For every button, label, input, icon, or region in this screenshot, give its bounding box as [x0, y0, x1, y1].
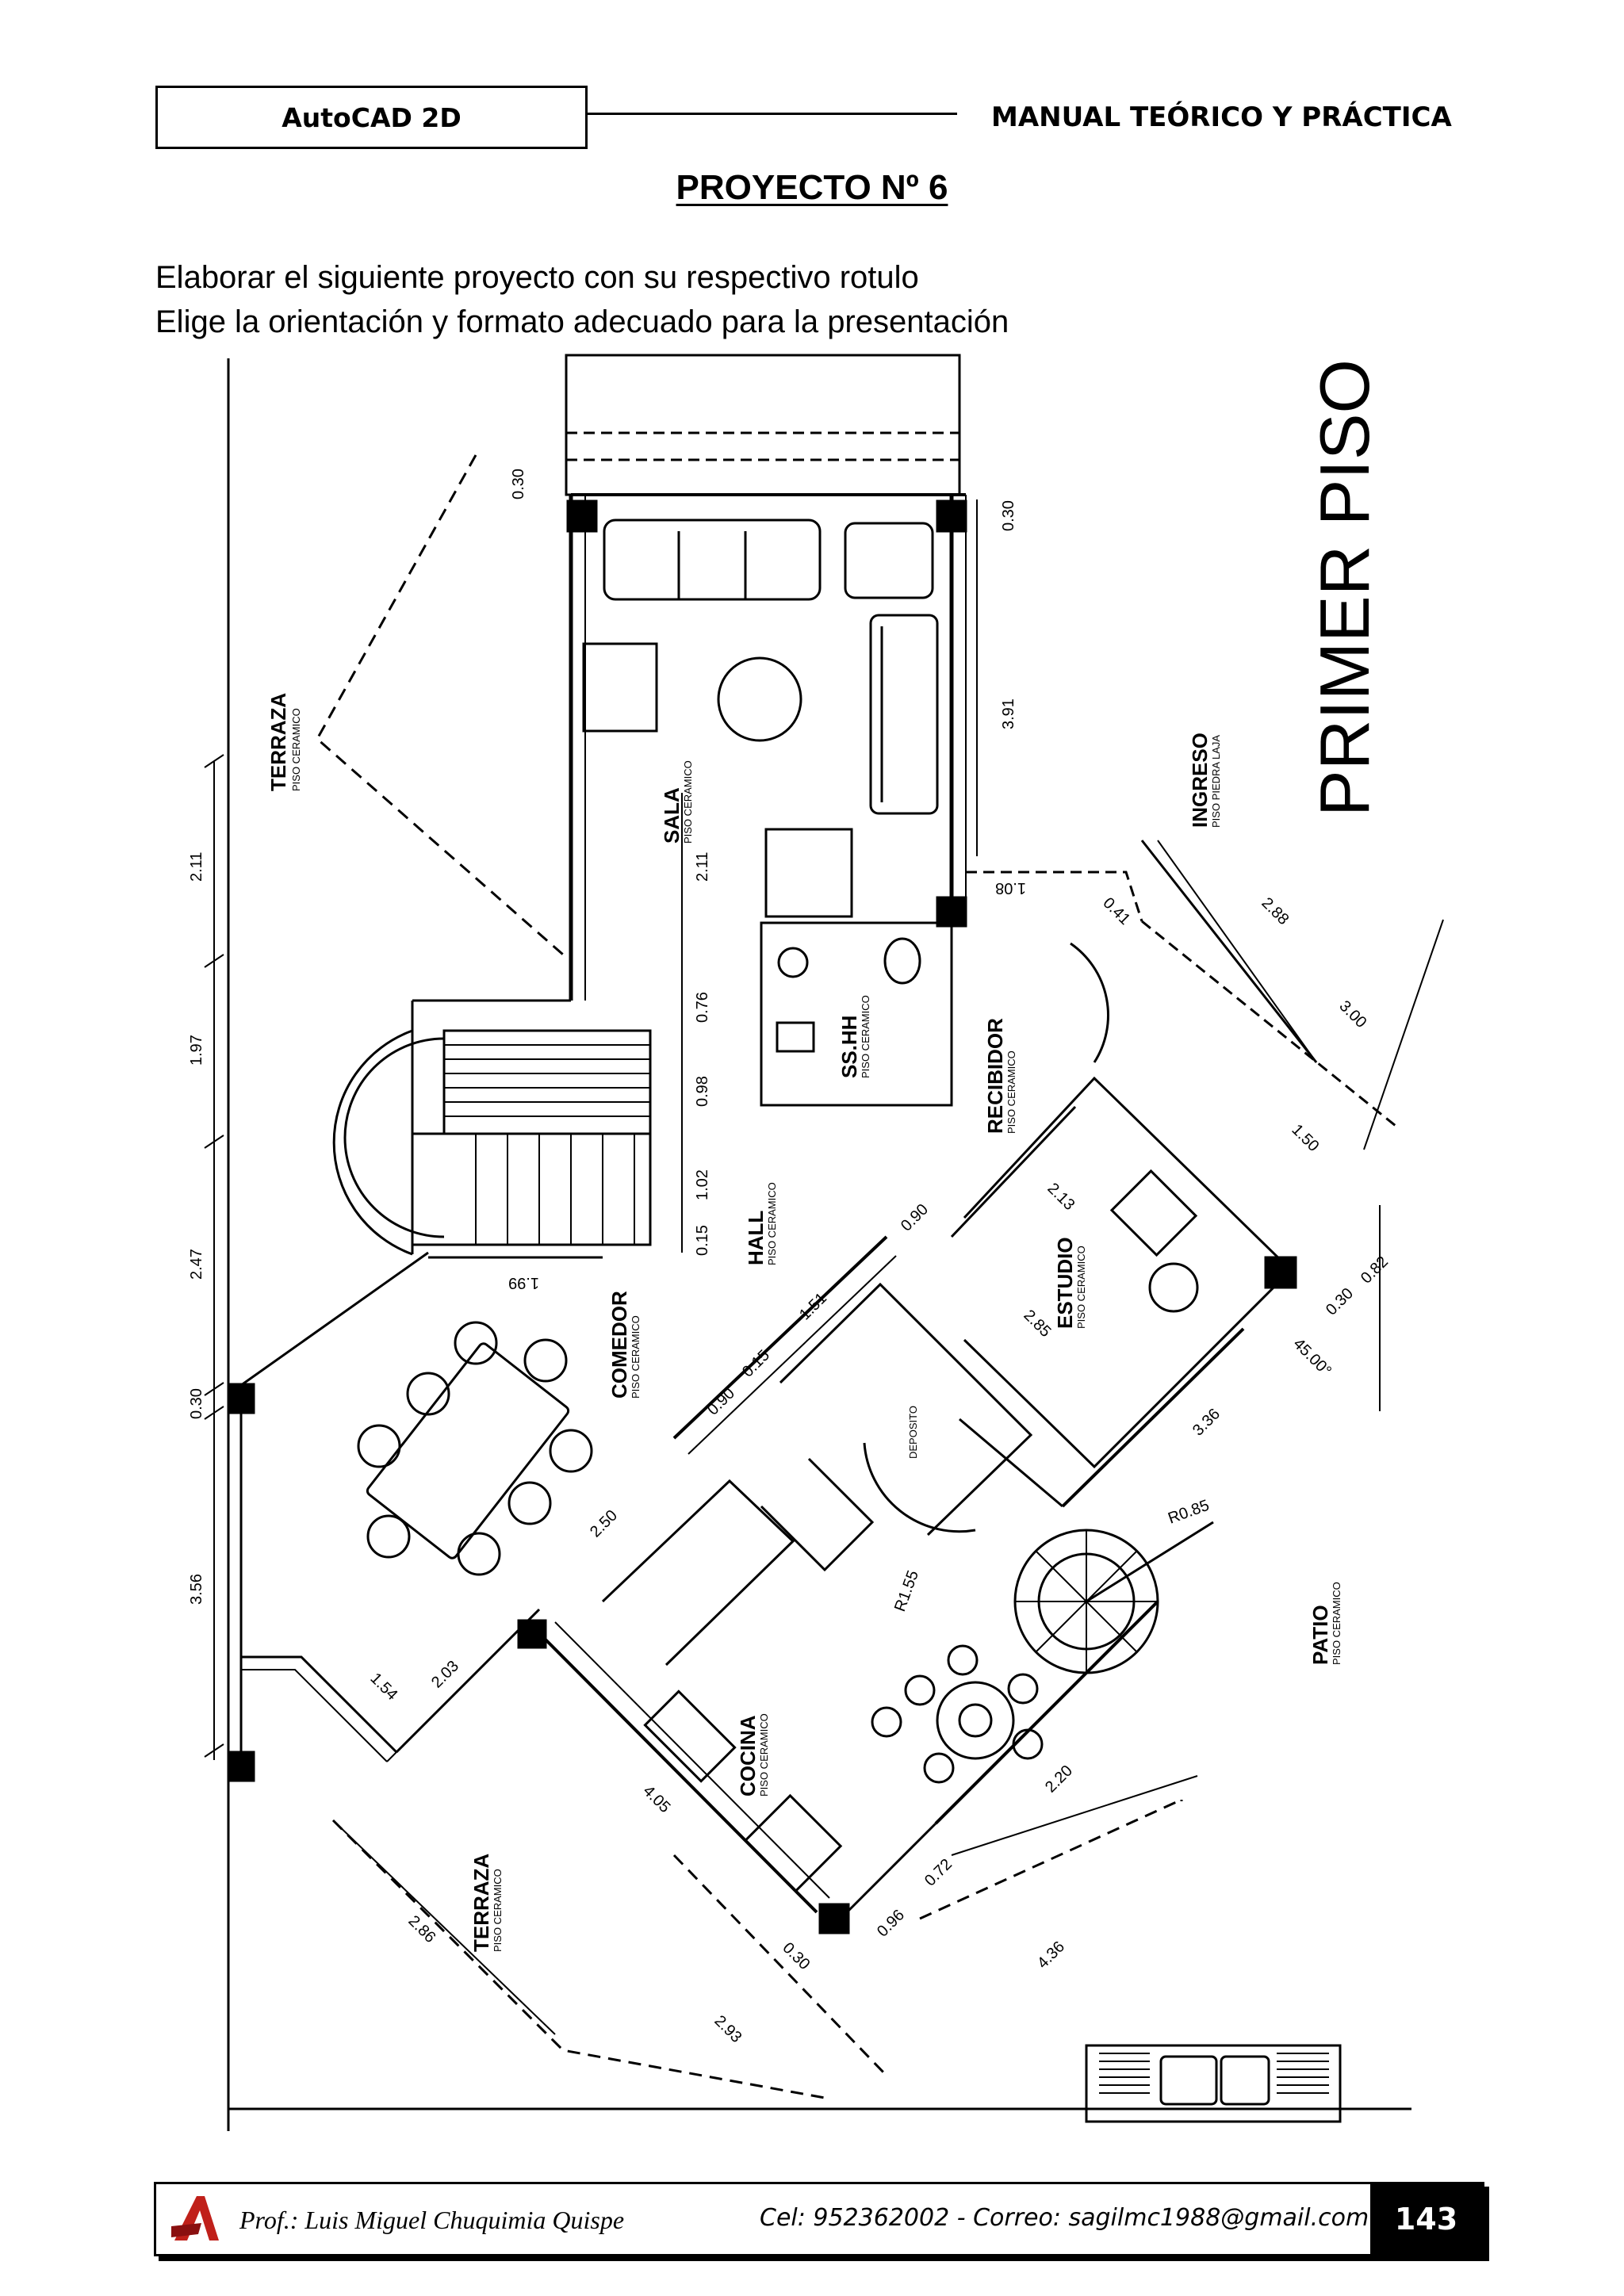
room-terraza-bottom-floor: PISO CERAMICO	[492, 1869, 504, 1952]
dim-right-3: 1.08	[995, 879, 1026, 897]
dim-other-9: R1.55	[891, 1568, 922, 1614]
dim-other-10: R0.85	[1166, 1497, 1212, 1528]
dim-right-2: 3.91	[1000, 698, 1017, 729]
autocad-logo-icon	[171, 2196, 219, 2241]
dim-mid-6: 0.15	[694, 1225, 711, 1256]
dim-other-6: 2.50	[587, 1506, 621, 1540]
dim-other-14: 0.82	[1358, 1253, 1392, 1287]
dim-left-1: 2.11	[188, 852, 205, 882]
dim-other-16: 45.00°	[1289, 1335, 1335, 1380]
room-hall: HALL	[744, 1211, 768, 1265]
instruction-line-1: Elaborar el siguiente proyecto con su re…	[155, 260, 919, 295]
page-number-text: 143	[1394, 2202, 1458, 2237]
dim-other-8: 1.54	[366, 1670, 400, 1704]
dim-other-27: 2.93	[710, 2012, 745, 2046]
room-ingreso: INGRESO	[1188, 733, 1212, 828]
dim-other-5: 0.15	[739, 1346, 773, 1380]
dim-right-1: 0.30	[1000, 500, 1017, 531]
dim-mid-2: 2.11	[694, 852, 711, 882]
dim-other-19: 3.00	[1335, 997, 1369, 1031]
dim-mid-4: 0.98	[694, 1076, 711, 1107]
dim-left-4: 0.30	[188, 1388, 205, 1419]
dim-other-20: 1.50	[1288, 1121, 1322, 1155]
footer-contact: Cel: 952362002 - Correo: sagilmc1988@gma…	[760, 2204, 1369, 2232]
room-recibidor: RECIBIDOR	[983, 1018, 1007, 1134]
page-number: 143	[1370, 2184, 1482, 2254]
deposit-label: DEPOSITO	[907, 1406, 919, 1459]
dim-other-12: 2.85	[1020, 1307, 1054, 1341]
room-cocina: COCINA	[736, 1715, 760, 1797]
room-estudio: ESTUDIO	[1053, 1237, 1077, 1329]
dim-mid-3: 0.76	[694, 992, 711, 1023]
dim-left-2: 1.97	[188, 1035, 205, 1066]
room-sshh-floor: PISO CERAMICO	[860, 995, 871, 1078]
dim-other-21: 4.05	[639, 1782, 673, 1816]
dim-other-26: 4.36	[1034, 1938, 1068, 1972]
instruction-line-2: Elige la orientación y formato adecuado …	[155, 304, 1009, 339]
page-title: PROYECTO Nº 6	[0, 168, 1624, 208]
dim-other-1: 1.99	[508, 1274, 539, 1292]
header-rule	[588, 113, 957, 115]
header-manual-title: MANUAL TEÓRICO Y PRÁCTICA	[991, 101, 1452, 133]
room-sala-floor: PISO CERAMICO	[682, 760, 694, 844]
dim-left-5: 3.56	[188, 1574, 205, 1605]
room-terraza-top-floor: PISO CERAMICO	[290, 708, 302, 791]
header-course-label: AutoCAD 2D	[282, 101, 462, 133]
footer-professor: Prof.: Luis Miguel Chuquimia Quispe	[239, 2206, 625, 2234]
dim-other-7: 2.03	[428, 1657, 462, 1691]
dim-mid-1: 0.30	[510, 469, 527, 499]
dim-other-4: 0.90	[704, 1384, 738, 1418]
dim-other-24: 0.96	[874, 1906, 908, 1940]
room-terraza-top: TERRAZA	[266, 693, 290, 791]
room-ingreso-floor: PISO PIEDRA LAJA	[1210, 735, 1222, 828]
dim-other-13: 3.36	[1189, 1405, 1224, 1439]
footer-bar	[154, 2182, 1484, 2256]
dim-other-23: 0.72	[921, 1855, 956, 1889]
dim-mid-5: 1.02	[694, 1169, 711, 1200]
dim-other-2: 0.90	[898, 1200, 932, 1234]
dim-other-15: 0.30	[1323, 1284, 1357, 1318]
dim-left-3: 2.47	[188, 1249, 205, 1280]
dim-other-25: 0.30	[779, 1939, 813, 1973]
primer-piso-label: PRIMER PISO	[1305, 359, 1384, 817]
room-estudio-floor: PISO CERAMICO	[1075, 1246, 1087, 1329]
room-recibidor-floor: PISO CERAMICO	[1005, 1050, 1017, 1134]
dim-other-18: 2.88	[1258, 894, 1292, 928]
room-hall-floor: PISO CERAMICO	[766, 1182, 778, 1265]
room-patio: PATIO	[1308, 1605, 1332, 1665]
dim-other-11: 2.13	[1044, 1180, 1078, 1214]
room-sshh: SS.HH	[837, 1016, 861, 1078]
dim-other-22: 2.20	[1042, 1762, 1076, 1796]
room-patio-floor: PISO CERAMICO	[1331, 1582, 1342, 1665]
header-course-box: AutoCAD 2D	[155, 86, 588, 149]
room-comedor-floor: PISO CERAMICO	[630, 1315, 642, 1399]
project-title: PROYECTO Nº 6	[676, 168, 948, 207]
room-sala: SALA	[660, 787, 684, 844]
dim-other-17: 0.41	[1099, 894, 1133, 928]
room-comedor: COMEDOR	[607, 1291, 631, 1399]
room-cocina-floor: PISO CERAMICO	[758, 1713, 770, 1797]
room-terraza-bottom: TERRAZA	[469, 1854, 493, 1952]
